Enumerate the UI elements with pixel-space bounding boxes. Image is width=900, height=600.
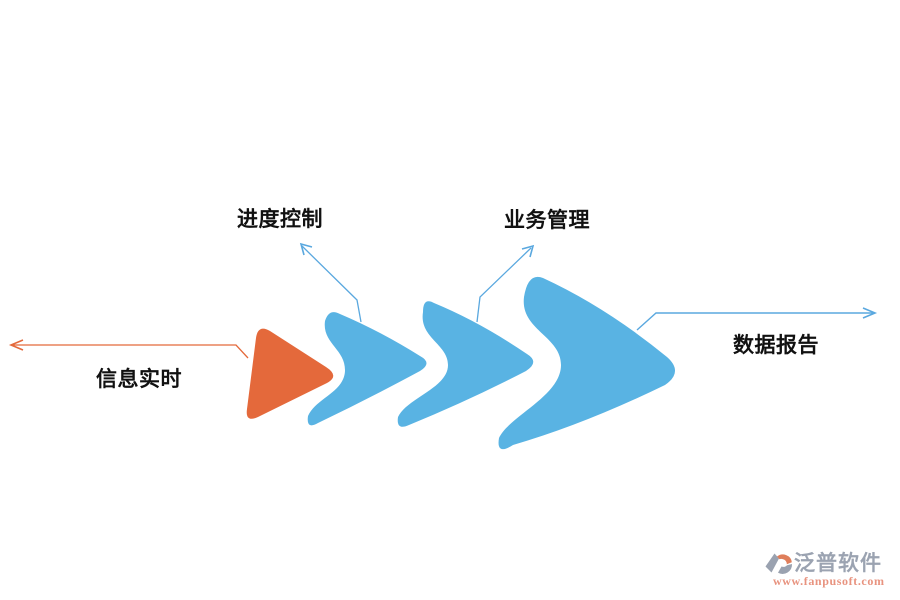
chevron-shape-step3 [397, 301, 534, 427]
logo-crescent-shape [777, 554, 792, 565]
brand-watermark: 泛普软件 www.fanpusoft.com [763, 546, 893, 594]
label-step2: 进度控制 [237, 208, 323, 231]
chevron-shape-step2 [307, 312, 427, 426]
arrow-left-icon [8, 339, 24, 351]
arrow-right-icon [862, 307, 878, 319]
arrow-up-left-icon [299, 242, 313, 256]
connector-line-step4 [636, 312, 874, 331]
connector-line-step3 [476, 247, 532, 323]
brand-name: 泛普软件 [794, 552, 882, 575]
fanpu-logo-icon [765, 553, 793, 574]
label-step3: 业务管理 [504, 209, 590, 232]
chevron-shape-step4 [498, 276, 676, 450]
label-step4: 数据报告 [733, 334, 819, 357]
connector-line-step1 [13, 344, 249, 359]
label-step1: 信息实时 [96, 368, 182, 391]
logo-arc-shape [778, 564, 793, 574]
logo-blade-shape [765, 553, 779, 573]
brand-url: www.fanpusoft.com [773, 574, 885, 588]
connector-line-step2 [301, 245, 362, 323]
triangle-shape-step1 [246, 328, 334, 419]
arrow-up-right-icon [521, 244, 535, 258]
